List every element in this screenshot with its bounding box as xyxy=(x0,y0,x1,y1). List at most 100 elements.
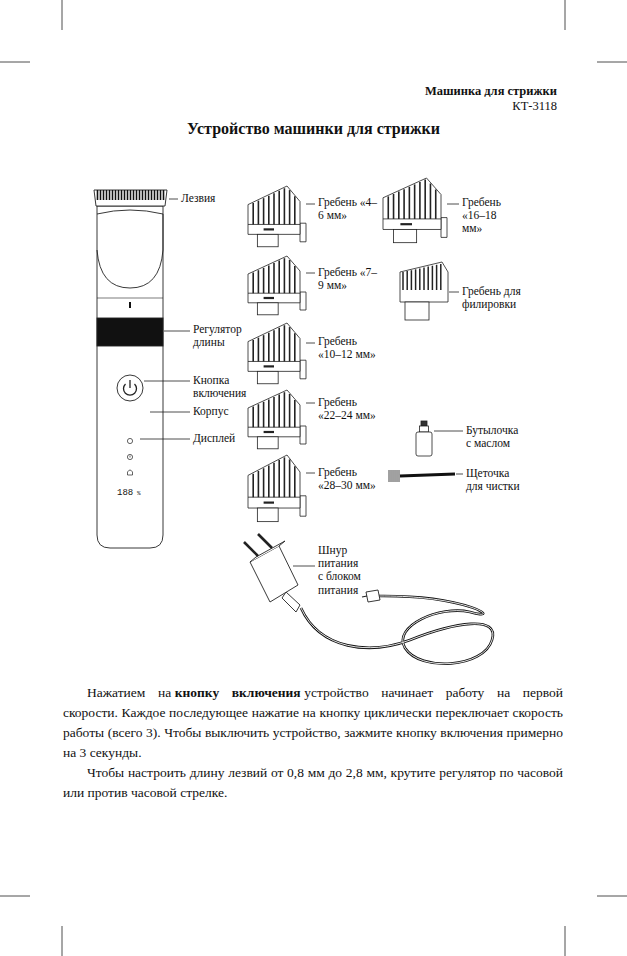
comb-outline xyxy=(248,390,300,437)
comb-tooth xyxy=(252,273,254,294)
crop-mark xyxy=(597,62,627,63)
blade-teeth xyxy=(98,190,164,200)
power-cord xyxy=(301,596,493,664)
comb-tooth xyxy=(263,402,265,427)
leader-line xyxy=(434,431,463,432)
leader-line xyxy=(144,381,190,382)
body-text: Нажатием накнопку включенияустройство на… xyxy=(63,683,563,803)
comb-tooth xyxy=(423,268,425,291)
comb-attachment xyxy=(248,323,306,384)
cleaning-brush xyxy=(389,470,455,482)
comb-base xyxy=(248,427,300,428)
comb-tab xyxy=(300,292,306,310)
crop-mark xyxy=(62,926,63,956)
head-shield xyxy=(97,210,163,288)
comb-outline xyxy=(248,256,300,303)
part-label: Гребень «22–24 мм» xyxy=(318,396,382,422)
leader-line xyxy=(447,204,459,205)
comb-base xyxy=(248,497,300,498)
crop-mark xyxy=(565,0,566,30)
plug-pin xyxy=(258,534,272,548)
clipper-figure xyxy=(94,190,167,548)
blade-tooth xyxy=(136,190,138,200)
brush-handle xyxy=(400,474,455,476)
blade-tooth xyxy=(145,190,147,200)
comb-tooth xyxy=(273,397,275,427)
comb-tooth xyxy=(263,268,265,293)
part-label: Гребень «7–9 мм» xyxy=(318,266,380,292)
blade-tooth xyxy=(160,190,162,200)
comb-tooth xyxy=(278,460,280,497)
cord-plug-pin xyxy=(362,596,367,597)
comb-outline xyxy=(383,178,441,229)
body-text: Чтобы настроить длину лезвий от 0,8 мм д… xyxy=(63,765,563,800)
comb-clip xyxy=(257,371,278,383)
leader-line xyxy=(169,199,178,200)
display-icon xyxy=(128,470,133,475)
comb-tab xyxy=(300,496,306,516)
comb-tooth xyxy=(411,270,413,290)
comb-tooth xyxy=(398,192,400,219)
blade-tooth xyxy=(148,190,150,200)
comb-tooth xyxy=(294,196,296,224)
comb-tooth xyxy=(430,184,432,219)
comb-tooth xyxy=(284,325,286,361)
comb-attachment xyxy=(248,256,306,315)
comb-clip xyxy=(405,302,429,320)
blade-tooth xyxy=(127,190,129,200)
display-icon xyxy=(127,454,132,459)
comb-tooth xyxy=(278,261,280,294)
comb-tooth xyxy=(258,338,260,362)
display-icon xyxy=(130,456,131,458)
comb-tooth xyxy=(289,394,291,427)
comb-attachment xyxy=(248,455,306,522)
bristle xyxy=(399,470,400,482)
comb-tooth xyxy=(436,265,438,290)
comb-tooth xyxy=(284,258,286,293)
comb-tooth xyxy=(409,187,411,219)
comb-tooth xyxy=(268,196,270,225)
comb-tooth xyxy=(268,265,270,293)
bristle xyxy=(391,470,392,482)
cord-plug xyxy=(366,590,380,602)
paragraph: Чтобы настроить длину лезвий от 0,8 мм д… xyxy=(63,763,563,803)
part-label: Гребень «4–6 мм» xyxy=(318,196,380,222)
blade-tooth xyxy=(139,190,141,200)
blade-tooth xyxy=(106,190,108,200)
display-digits: 188 xyxy=(117,488,133,498)
comb-tooth xyxy=(440,264,442,290)
comb-tooth xyxy=(284,457,286,497)
bristle xyxy=(393,470,394,482)
comb-tab xyxy=(300,360,306,379)
comb-tooth xyxy=(289,327,291,361)
part-label: Гребень «16–18 мм» xyxy=(462,196,507,236)
comb-tooth xyxy=(263,335,265,361)
comb-tab xyxy=(300,426,306,444)
crop-mark xyxy=(565,926,566,956)
power-button xyxy=(117,375,143,401)
bristle xyxy=(395,470,396,482)
display-unit: % xyxy=(137,491,141,498)
comb-tooth xyxy=(278,395,280,428)
comb-attachment xyxy=(248,390,306,449)
comb-base xyxy=(248,293,300,294)
part-label: Лезвия xyxy=(181,192,241,205)
power-cord xyxy=(301,596,493,664)
blade-tooth xyxy=(133,190,135,200)
part-label: Гребень для филировки xyxy=(462,285,532,311)
comb-outline xyxy=(248,323,300,371)
comb-tooth xyxy=(289,260,291,293)
blade-tooth xyxy=(151,190,153,200)
length-regulator xyxy=(97,318,163,346)
comb-clip xyxy=(257,508,278,522)
clipper-body xyxy=(97,206,163,548)
blade-tooth xyxy=(118,190,120,200)
comb-tooth xyxy=(273,193,275,224)
blade-tooth xyxy=(121,190,123,200)
comb-tooth xyxy=(273,463,275,497)
comb-tooth xyxy=(268,399,270,427)
blade-tooth xyxy=(154,190,156,200)
comb-tooth xyxy=(252,407,254,428)
crop-mark xyxy=(0,896,30,897)
